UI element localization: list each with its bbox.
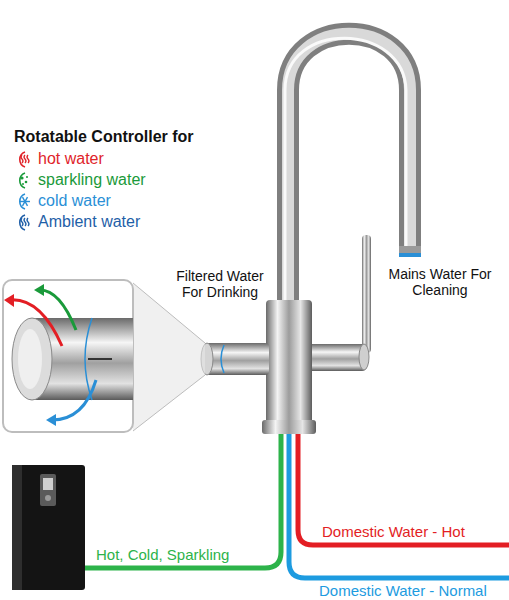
legend-heading: Rotatable Controller for [14, 128, 254, 146]
hot-pipe [298, 432, 509, 545]
cold-pipe [289, 432, 509, 578]
zoom-callout [3, 280, 205, 432]
legend-text: cold water [38, 192, 111, 210]
filtered-controller [201, 343, 269, 375]
legend-text: Ambient water [38, 213, 140, 231]
legend-text: sparkling water [38, 171, 146, 189]
mains-lever [306, 235, 371, 371]
pipe-label: Domestic Water - Normal [319, 582, 505, 599]
pipe-label: Domestic Water - Hot [322, 523, 502, 540]
tap-body [266, 300, 312, 428]
legend-icon [14, 192, 34, 210]
legend-icon [14, 150, 34, 168]
tap-base [262, 420, 316, 434]
legend-icon [14, 213, 34, 231]
filtered-pipe [85, 432, 281, 568]
legend-icon [14, 171, 34, 189]
cleaning-label: Mains Water For Cleaning [388, 266, 492, 298]
water-unit [12, 465, 85, 590]
pipe-label: Hot, Cold, Sparkling [96, 546, 276, 563]
legend-text: hot water [38, 150, 104, 168]
drinking-label: Filtered Water For Drinking [168, 268, 272, 300]
